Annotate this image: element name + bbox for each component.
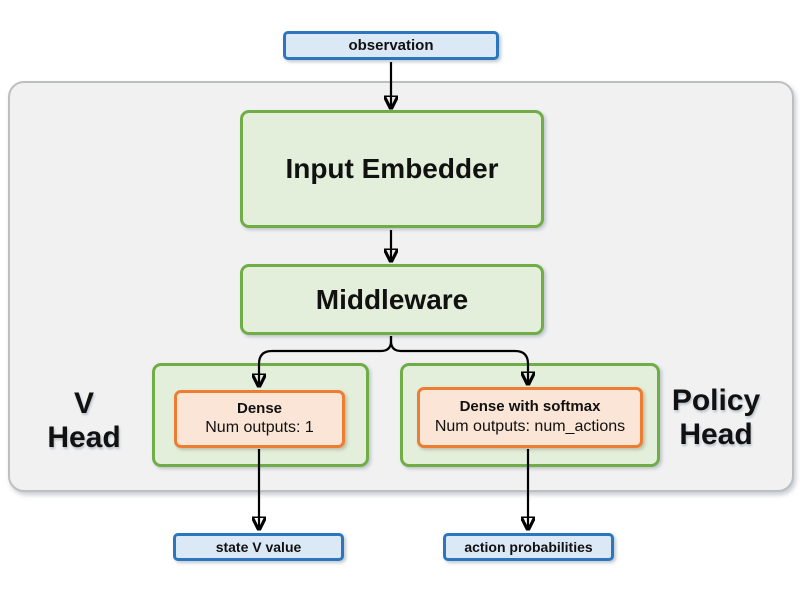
policy-dense-title: Dense with softmax <box>459 398 601 416</box>
action-probabilities-node: action probabilities <box>443 533 614 561</box>
state-v-value-node: state V value <box>173 533 344 561</box>
middleware-node: Middleware <box>240 264 544 335</box>
input-embedder-label: Input Embedder <box>285 153 499 184</box>
v-dense-outputs: Num outputs: 1 <box>205 419 314 437</box>
policy-dense-node: Dense with softmax Num outputs: num_acti… <box>417 387 643 448</box>
observation-node: observation <box>283 31 499 60</box>
input-embedder-node: Input Embedder <box>240 110 544 228</box>
v-head-label-line2: Head <box>47 421 121 454</box>
action-probabilities-label: action probabilities <box>464 539 593 555</box>
observation-label: observation <box>348 37 434 54</box>
v-dense-title: Dense <box>236 399 283 417</box>
v-head-label: V Head <box>28 387 140 455</box>
state-v-value-label: state V value <box>215 539 302 555</box>
policy-dense-outputs: Num outputs: num_actions <box>434 417 626 435</box>
middleware-label: Middleware <box>315 283 469 315</box>
v-dense-node: Dense Num outputs: 1 <box>174 390 345 448</box>
policy-head-label: Policy Head <box>655 384 777 452</box>
policy-head-label-line1: Policy <box>671 384 761 417</box>
v-head-label-line1: V <box>73 387 94 420</box>
policy-head-label-line2: Head <box>679 418 753 451</box>
